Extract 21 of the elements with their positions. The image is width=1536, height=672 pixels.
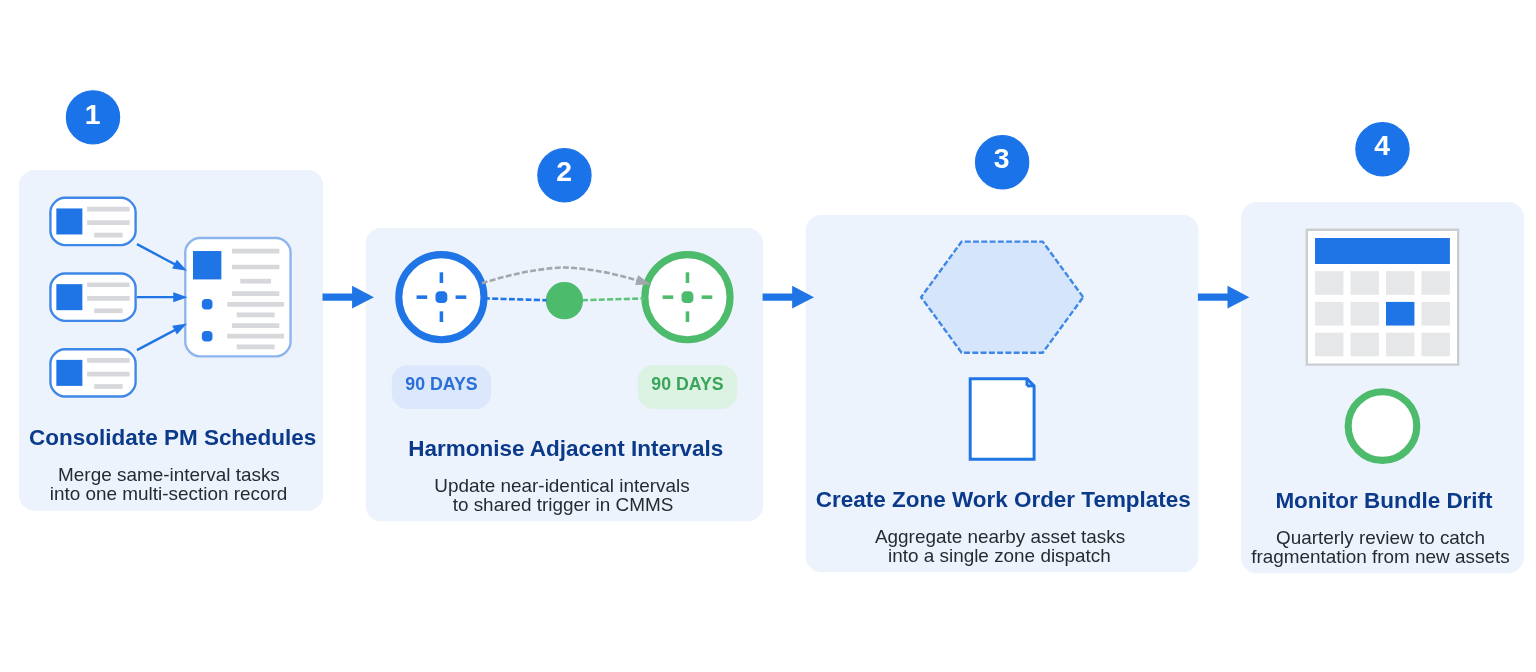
node-circle: 2	[536, 147, 592, 202]
node-circle: 4	[1354, 121, 1410, 176]
connector	[581, 296, 645, 301]
arrow	[322, 285, 374, 309]
node-box: 90 DAYS	[637, 364, 737, 409]
cluster: Create Zone Work Order Templates Aggregate nearby asset tasks into a single zone dispatch	[805, 214, 1198, 572]
arrow	[136, 291, 187, 302]
node-picture	[919, 239, 1085, 354]
arrow	[762, 285, 814, 309]
node-circle: 1	[65, 89, 120, 145]
arrow	[135, 242, 187, 271]
cluster: Monitor Bundle Drift Quarterly review to catch fragmentation from new assets	[1240, 201, 1524, 573]
node-circle	[1344, 387, 1420, 464]
node-picture	[394, 250, 488, 343]
cluster: Consolidate PM Schedules Merge same-interval tasks into one multi-section record	[18, 169, 323, 511]
arrow	[135, 323, 187, 351]
arrow	[1197, 285, 1249, 309]
node-circle	[545, 281, 583, 319]
arrow	[481, 265, 651, 285]
node-picture	[640, 250, 734, 343]
node-circle: 3	[974, 134, 1029, 189]
